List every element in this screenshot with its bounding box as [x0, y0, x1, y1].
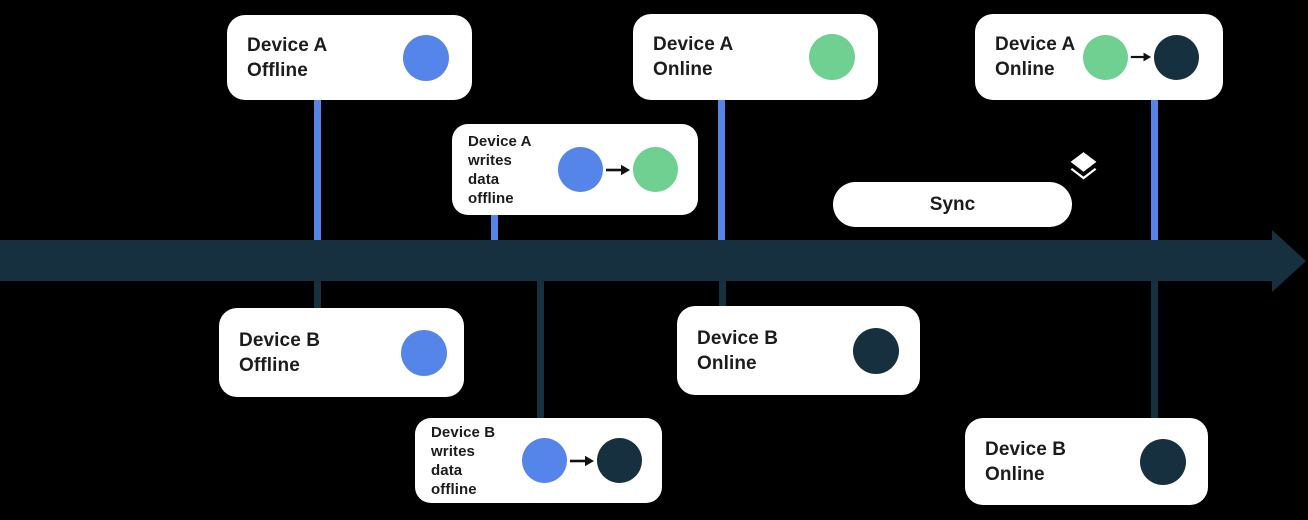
state-circle-dark	[853, 327, 899, 374]
card-label-line: Online	[995, 59, 1055, 80]
card-label-line: Offline	[247, 59, 308, 81]
card-label: Device A Offline	[247, 33, 327, 83]
card-label: Device A writes data offline	[468, 132, 532, 208]
card-label-line: Device A	[247, 34, 328, 56]
arrow-right-icon	[606, 164, 630, 175]
arrow-right-icon	[570, 455, 594, 466]
state-circle-dark	[597, 438, 642, 483]
card-label-line: data	[468, 170, 500, 188]
card-label-line: Device A	[653, 34, 734, 55]
card-device-a-online: Device A Online	[633, 14, 878, 100]
card-label-line: Online	[697, 352, 757, 374]
timeline-arrowhead	[1272, 230, 1306, 292]
card-device-b-online: Device B Online	[677, 306, 920, 395]
card-label: Device A Online	[995, 32, 1075, 82]
state-circle-dark	[1140, 438, 1186, 485]
state-circles	[558, 147, 678, 192]
state-circles	[809, 34, 855, 80]
state-circle-green	[633, 147, 678, 192]
card-device-b-writes-data-offline: Device B writes data offline	[415, 418, 662, 503]
card-device-a-online-synced: Device A Online	[975, 14, 1223, 100]
state-circle-blue	[522, 438, 567, 483]
state-circles	[1140, 438, 1186, 485]
connector-line-device-b-online	[719, 281, 726, 307]
state-circle-blue	[401, 329, 447, 376]
connector-line-device-a-writes	[491, 214, 498, 240]
card-device-b-online-synced: Device B Online	[965, 418, 1208, 505]
connector-line-device-a-offline	[314, 99, 321, 240]
card-label-line: offline	[468, 189, 514, 207]
state-circle-dark	[1154, 34, 1199, 80]
arrow-right-icon	[1130, 52, 1152, 62]
connector-line-device-b-writes	[537, 281, 544, 418]
card-device-b-offline: Device B Offline	[219, 308, 464, 397]
sync-pill: Sync	[833, 182, 1072, 227]
state-circle-green	[1083, 34, 1128, 80]
card-label-line: Device B	[431, 423, 496, 441]
card-label-line: Device A	[468, 132, 532, 150]
state-circles	[403, 34, 449, 81]
card-label: Device B writes data offline	[431, 423, 495, 499]
connector-line-device-b-online-2	[1151, 281, 1158, 419]
card-device-a-offline: Device A Offline	[227, 15, 472, 100]
card-label-line: offline	[431, 480, 477, 498]
card-label-line: data	[431, 461, 463, 479]
card-label-line: Device B	[239, 329, 321, 351]
card-label-line: Online	[653, 59, 713, 80]
card-label-line: writes	[431, 442, 475, 460]
state-circle-blue	[558, 147, 603, 192]
card-label: Device B Online	[697, 326, 778, 376]
card-label: Device A Online	[653, 32, 733, 82]
card-label-line: Online	[985, 463, 1045, 485]
state-circle-green	[809, 34, 855, 80]
sync-label: Sync	[929, 193, 976, 215]
state-circles	[853, 327, 899, 374]
card-label: Device B Offline	[239, 328, 320, 378]
card-label-line: Offline	[239, 354, 300, 376]
card-label: Device B Online	[985, 437, 1066, 487]
layers-icon	[1070, 152, 1097, 180]
connector-line-device-b-offline	[314, 281, 321, 309]
card-device-a-writes-data-offline: Device A writes data offline	[452, 124, 698, 215]
state-circles	[522, 438, 642, 483]
state-circles	[1083, 34, 1199, 80]
card-label-line: writes	[468, 151, 512, 169]
card-label-line: Device B	[985, 438, 1067, 460]
timeline-bar	[0, 240, 1274, 281]
state-circles	[401, 329, 447, 376]
connector-line-device-a-online	[718, 99, 725, 240]
card-label-line: Device B	[697, 327, 779, 349]
card-label-line: Device A	[995, 34, 1076, 55]
connector-line-device-a-online-2	[1151, 99, 1158, 240]
state-circle-blue	[403, 34, 449, 81]
